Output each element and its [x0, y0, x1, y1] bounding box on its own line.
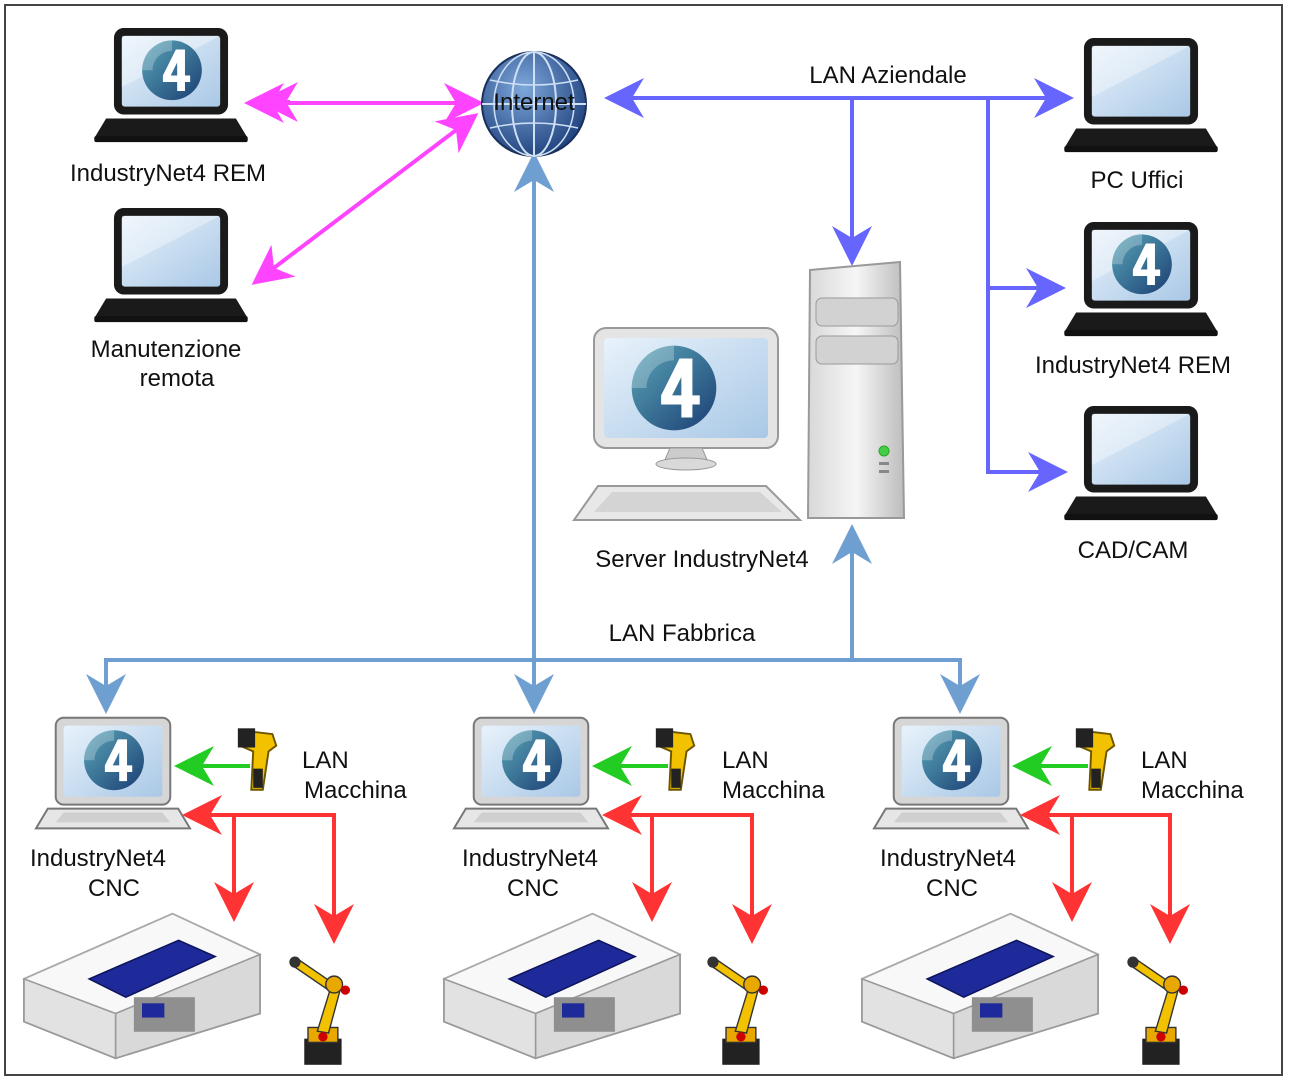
industrynet4-cnc-laptop-icon — [36, 718, 190, 829]
cadcam-lan-link — [986, 98, 1068, 492]
barcode-scanner-icon — [654, 727, 696, 791]
diagram-frame — [4, 4, 1283, 1076]
pc-uffici-label: PC Uffici — [1091, 167, 1184, 194]
cadcam-label: CAD/CAM — [1078, 537, 1189, 564]
robot-arm-icon — [1126, 955, 1189, 1066]
lan-macchina-label-2: Macchina — [304, 777, 407, 804]
lan-macchina-label-1: LAN — [722, 747, 769, 774]
barcode-scanner-icon — [1074, 727, 1116, 791]
cnc-label-1: IndustryNet4 — [462, 845, 598, 872]
rem-left-label: IndustryNet4 REM — [70, 160, 266, 187]
robot-arm-icon — [706, 955, 769, 1066]
lan-fabbrica-label: LAN Fabbrica — [609, 620, 756, 647]
cnc-label-2: CNC — [88, 875, 140, 902]
keyboard-icon — [572, 485, 803, 521]
lan-macchina-label-1: LAN — [1141, 747, 1188, 774]
internet-label: Internet — [493, 89, 575, 116]
cnc-machine-icon — [443, 912, 681, 1060]
maintenance-internet-link — [251, 113, 479, 285]
server-tower-icon — [806, 260, 906, 519]
globe-icon — [481, 51, 587, 157]
laptop-icon — [94, 208, 248, 323]
robot-link — [190, 813, 354, 944]
industrynet4-rem-laptop-icon — [1064, 222, 1217, 336]
barcode-scanner-icon — [236, 727, 278, 791]
cnc-cell-2: LAN Macchina IndustryNet4 CNC — [443, 718, 825, 1066]
lan-fabbrica-links — [86, 152, 980, 714]
lan-macchina-label-2: Macchina — [1141, 777, 1244, 804]
cnc-label-2: CNC — [507, 875, 559, 902]
remota-label: remota — [140, 365, 215, 392]
cnc-machine-icon — [23, 912, 261, 1060]
lan-aziendale-label: LAN Aziendale — [809, 62, 966, 89]
cnc-label-1: IndustryNet4 — [880, 845, 1016, 872]
robot-arm-icon — [288, 955, 351, 1066]
cadcam-laptop-icon — [1064, 406, 1218, 521]
lan-aziendale-links — [604, 78, 1074, 492]
internet-remote-links — [244, 82, 484, 285]
server-label: Server IndustryNet4 — [595, 546, 808, 573]
industrynet4-cnc-laptop-icon — [454, 718, 608, 829]
cnc-label-2: CNC — [926, 875, 978, 902]
cnc-cell-3: LAN Macchina IndustryNet4 CNC — [861, 718, 1244, 1066]
rem-right-label: IndustryNet4 REM — [1035, 352, 1231, 379]
lan-macchina-label-2: Macchina — [722, 777, 825, 804]
pc-uffici-laptop-icon — [1064, 38, 1218, 153]
robot-link — [602, 795, 772, 944]
robot-link — [1020, 795, 1190, 944]
lan-macchina-label-1: LAN — [302, 747, 349, 774]
desktop-monitor-icon — [593, 327, 779, 471]
cnc-machine-icon — [861, 912, 1099, 1060]
cnc-label-1: IndustryNet4 — [30, 845, 166, 872]
industrynet4-cnc-laptop-icon — [874, 718, 1028, 829]
industrynet4-laptop-icon — [94, 28, 247, 142]
manutenzione-label: Manutenzione — [91, 336, 242, 363]
cnc-cell-1: LAN Macchina IndustryNet4 CNC — [23, 718, 407, 1066]
